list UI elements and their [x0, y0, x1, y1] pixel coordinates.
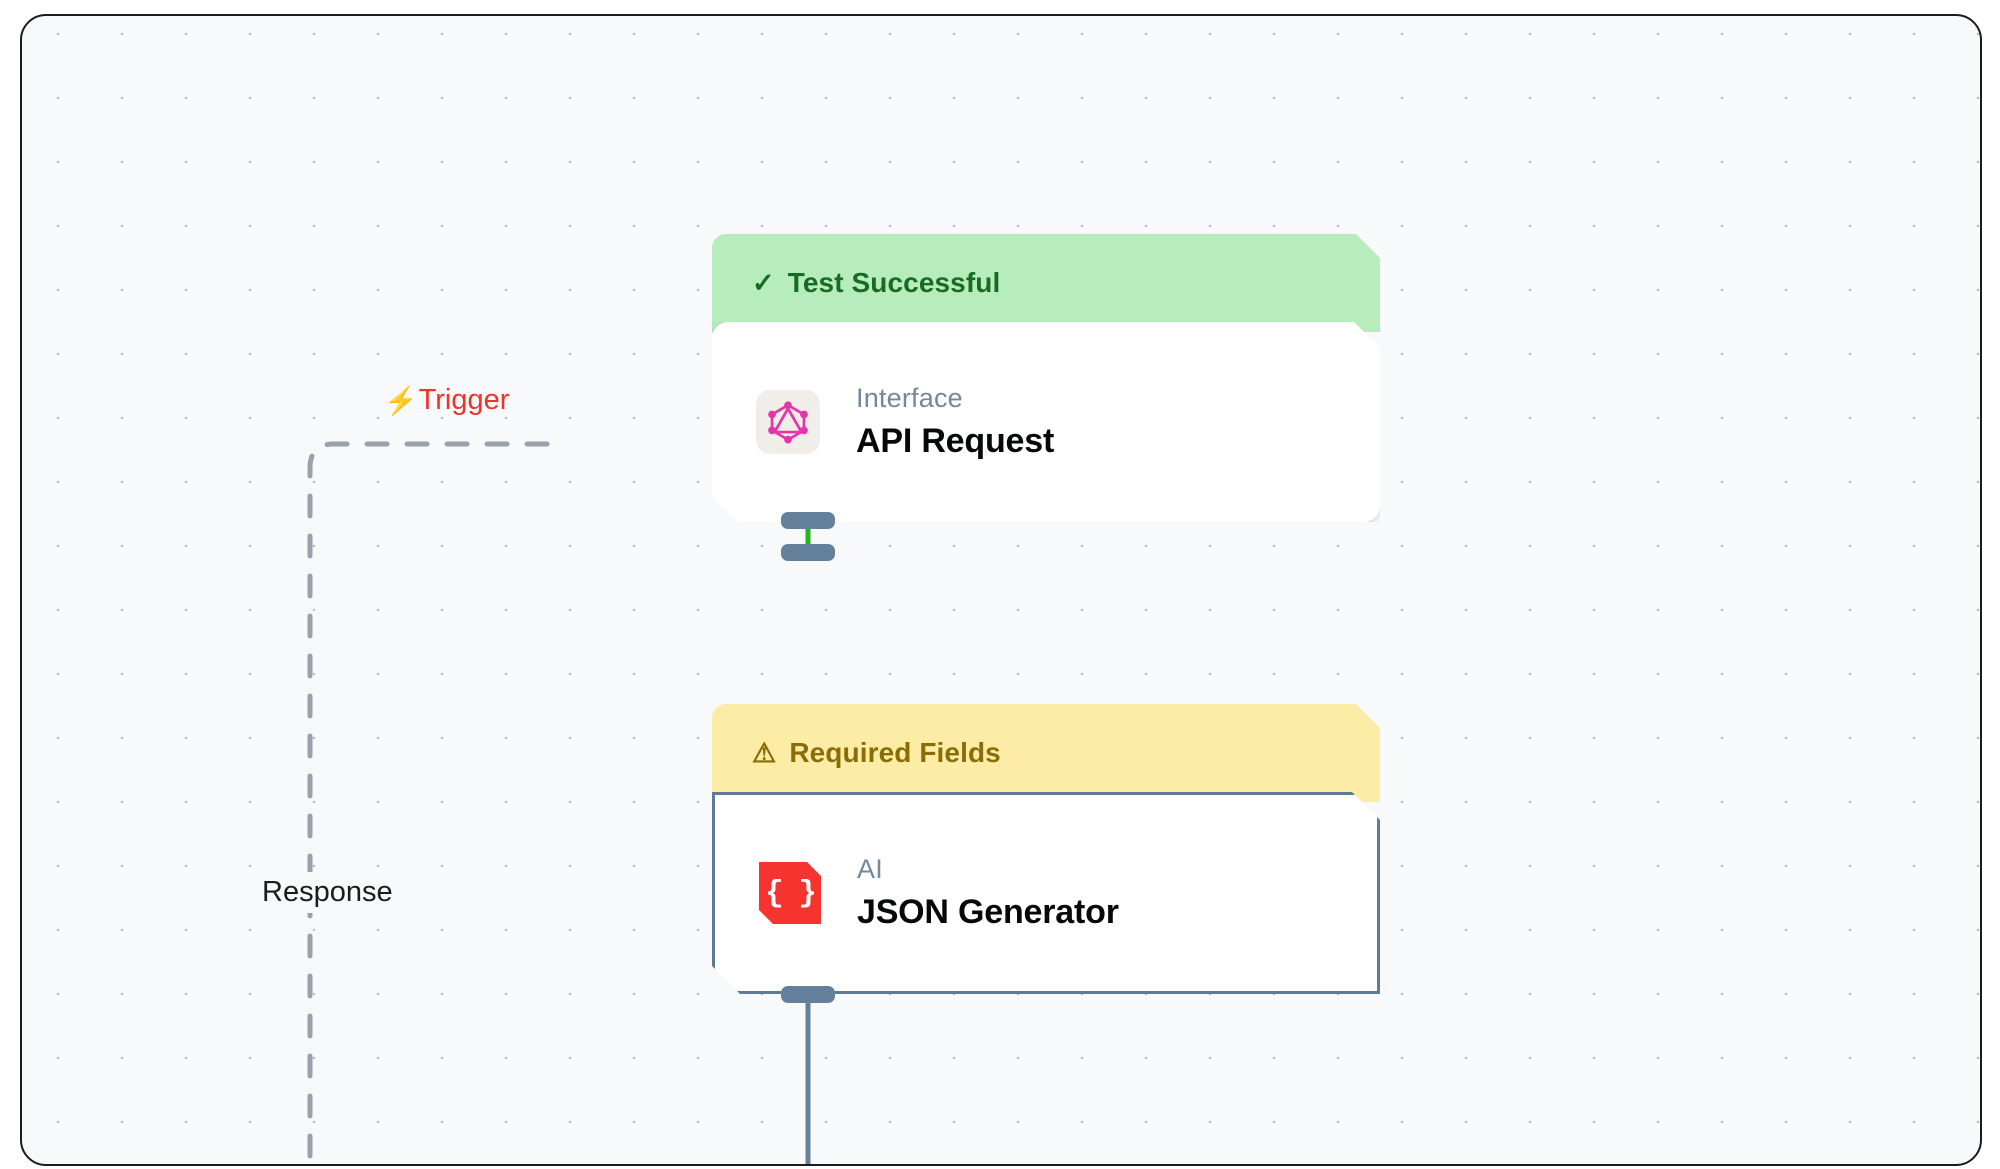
json-braces-icon: { } [759, 862, 821, 924]
warning-triangle-icon: ⚠ [752, 737, 777, 768]
node-card-api-request[interactable]: Interface API Request [712, 322, 1380, 522]
node-title: JSON Generator [857, 893, 1119, 931]
node-status-banner-success: ✓ Test Successful [712, 234, 1380, 332]
response-label-text: Response [262, 876, 393, 908]
trigger-label-text: Trigger [418, 384, 510, 416]
graphql-icon [756, 390, 820, 454]
workflow-canvas[interactable]: ⚡ Trigger Response ✓ Test Successful [20, 14, 1982, 1166]
node-status-banner-label: Required Fields [789, 737, 1001, 768]
graphql-icon-glyph [767, 400, 809, 444]
lightning-bolt-icon: ⚡ [384, 385, 418, 416]
trigger-edge-label: ⚡ Trigger [384, 384, 509, 417]
response-edge-label: Response [250, 872, 405, 913]
node-card-json-generator[interactable]: { } AI JSON Generator [712, 792, 1380, 994]
check-icon: ✓ [752, 267, 775, 298]
node-output-handle[interactable] [781, 986, 835, 1003]
node-output-handle[interactable] [781, 512, 835, 529]
node-subtitle: AI [857, 854, 883, 884]
node-subtitle: Interface [856, 383, 963, 413]
node-status-banner-warning: ⚠ Required Fields [712, 704, 1380, 802]
node-input-handle[interactable] [781, 544, 835, 561]
node-status-banner-label: Test Successful [787, 267, 1001, 298]
trigger-edge-path [307, 441, 553, 1159]
node-title: API Request [856, 422, 1055, 460]
json-braces-icon-glyph: { } [765, 875, 815, 911]
